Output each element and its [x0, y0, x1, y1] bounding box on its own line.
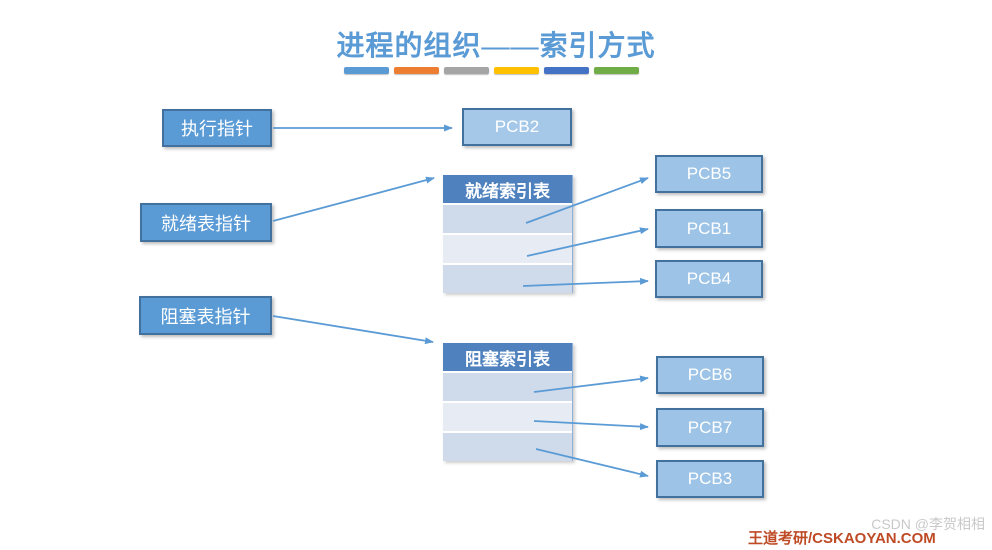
table-row	[443, 433, 572, 461]
pcb2-box: PCB2	[462, 108, 572, 146]
pcb6-box: PCB6	[656, 356, 764, 394]
footer-brand: 王道考研/CSKAOYAN.COM	[748, 530, 936, 547]
divider-segment	[344, 67, 389, 74]
blocked-index-table: 阻塞索引表	[443, 343, 573, 461]
pcb7-box: PCB7	[656, 408, 764, 447]
arrow-blockedptr-to-blocked-table	[272, 315, 434, 345]
table-row	[443, 373, 572, 401]
pcb5-box: PCB5	[655, 155, 763, 193]
divider-segment	[444, 67, 489, 74]
slide-title: 进程的组织——索引方式	[336, 31, 656, 62]
table-row	[443, 265, 572, 293]
blocked-pointer-box: 阻塞表指针	[139, 296, 272, 335]
divider-segment	[594, 67, 639, 74]
table-row	[443, 205, 572, 233]
ready-index-table: 就绪索引表	[443, 175, 573, 293]
pcb3-box: PCB3	[656, 460, 764, 498]
divider-segment	[394, 67, 439, 74]
divider-segment	[544, 67, 589, 74]
table-row	[443, 235, 572, 263]
ready-pointer-box: 就绪表指针	[140, 203, 272, 242]
table-row	[443, 403, 572, 431]
title-divider	[344, 67, 639, 74]
pcb4-box: PCB4	[655, 260, 763, 298]
divider-segment	[494, 67, 539, 74]
arrow-readyptr-to-ready-table	[272, 176, 435, 222]
csdn-watermark: CSDN @李贺相相	[871, 516, 985, 532]
blocked-index-table-header: 阻塞索引表	[443, 343, 572, 371]
exec-pointer-box: 执行指针	[162, 109, 272, 147]
ready-index-table-header: 就绪索引表	[443, 175, 572, 203]
pcb1-box: PCB1	[655, 209, 763, 248]
